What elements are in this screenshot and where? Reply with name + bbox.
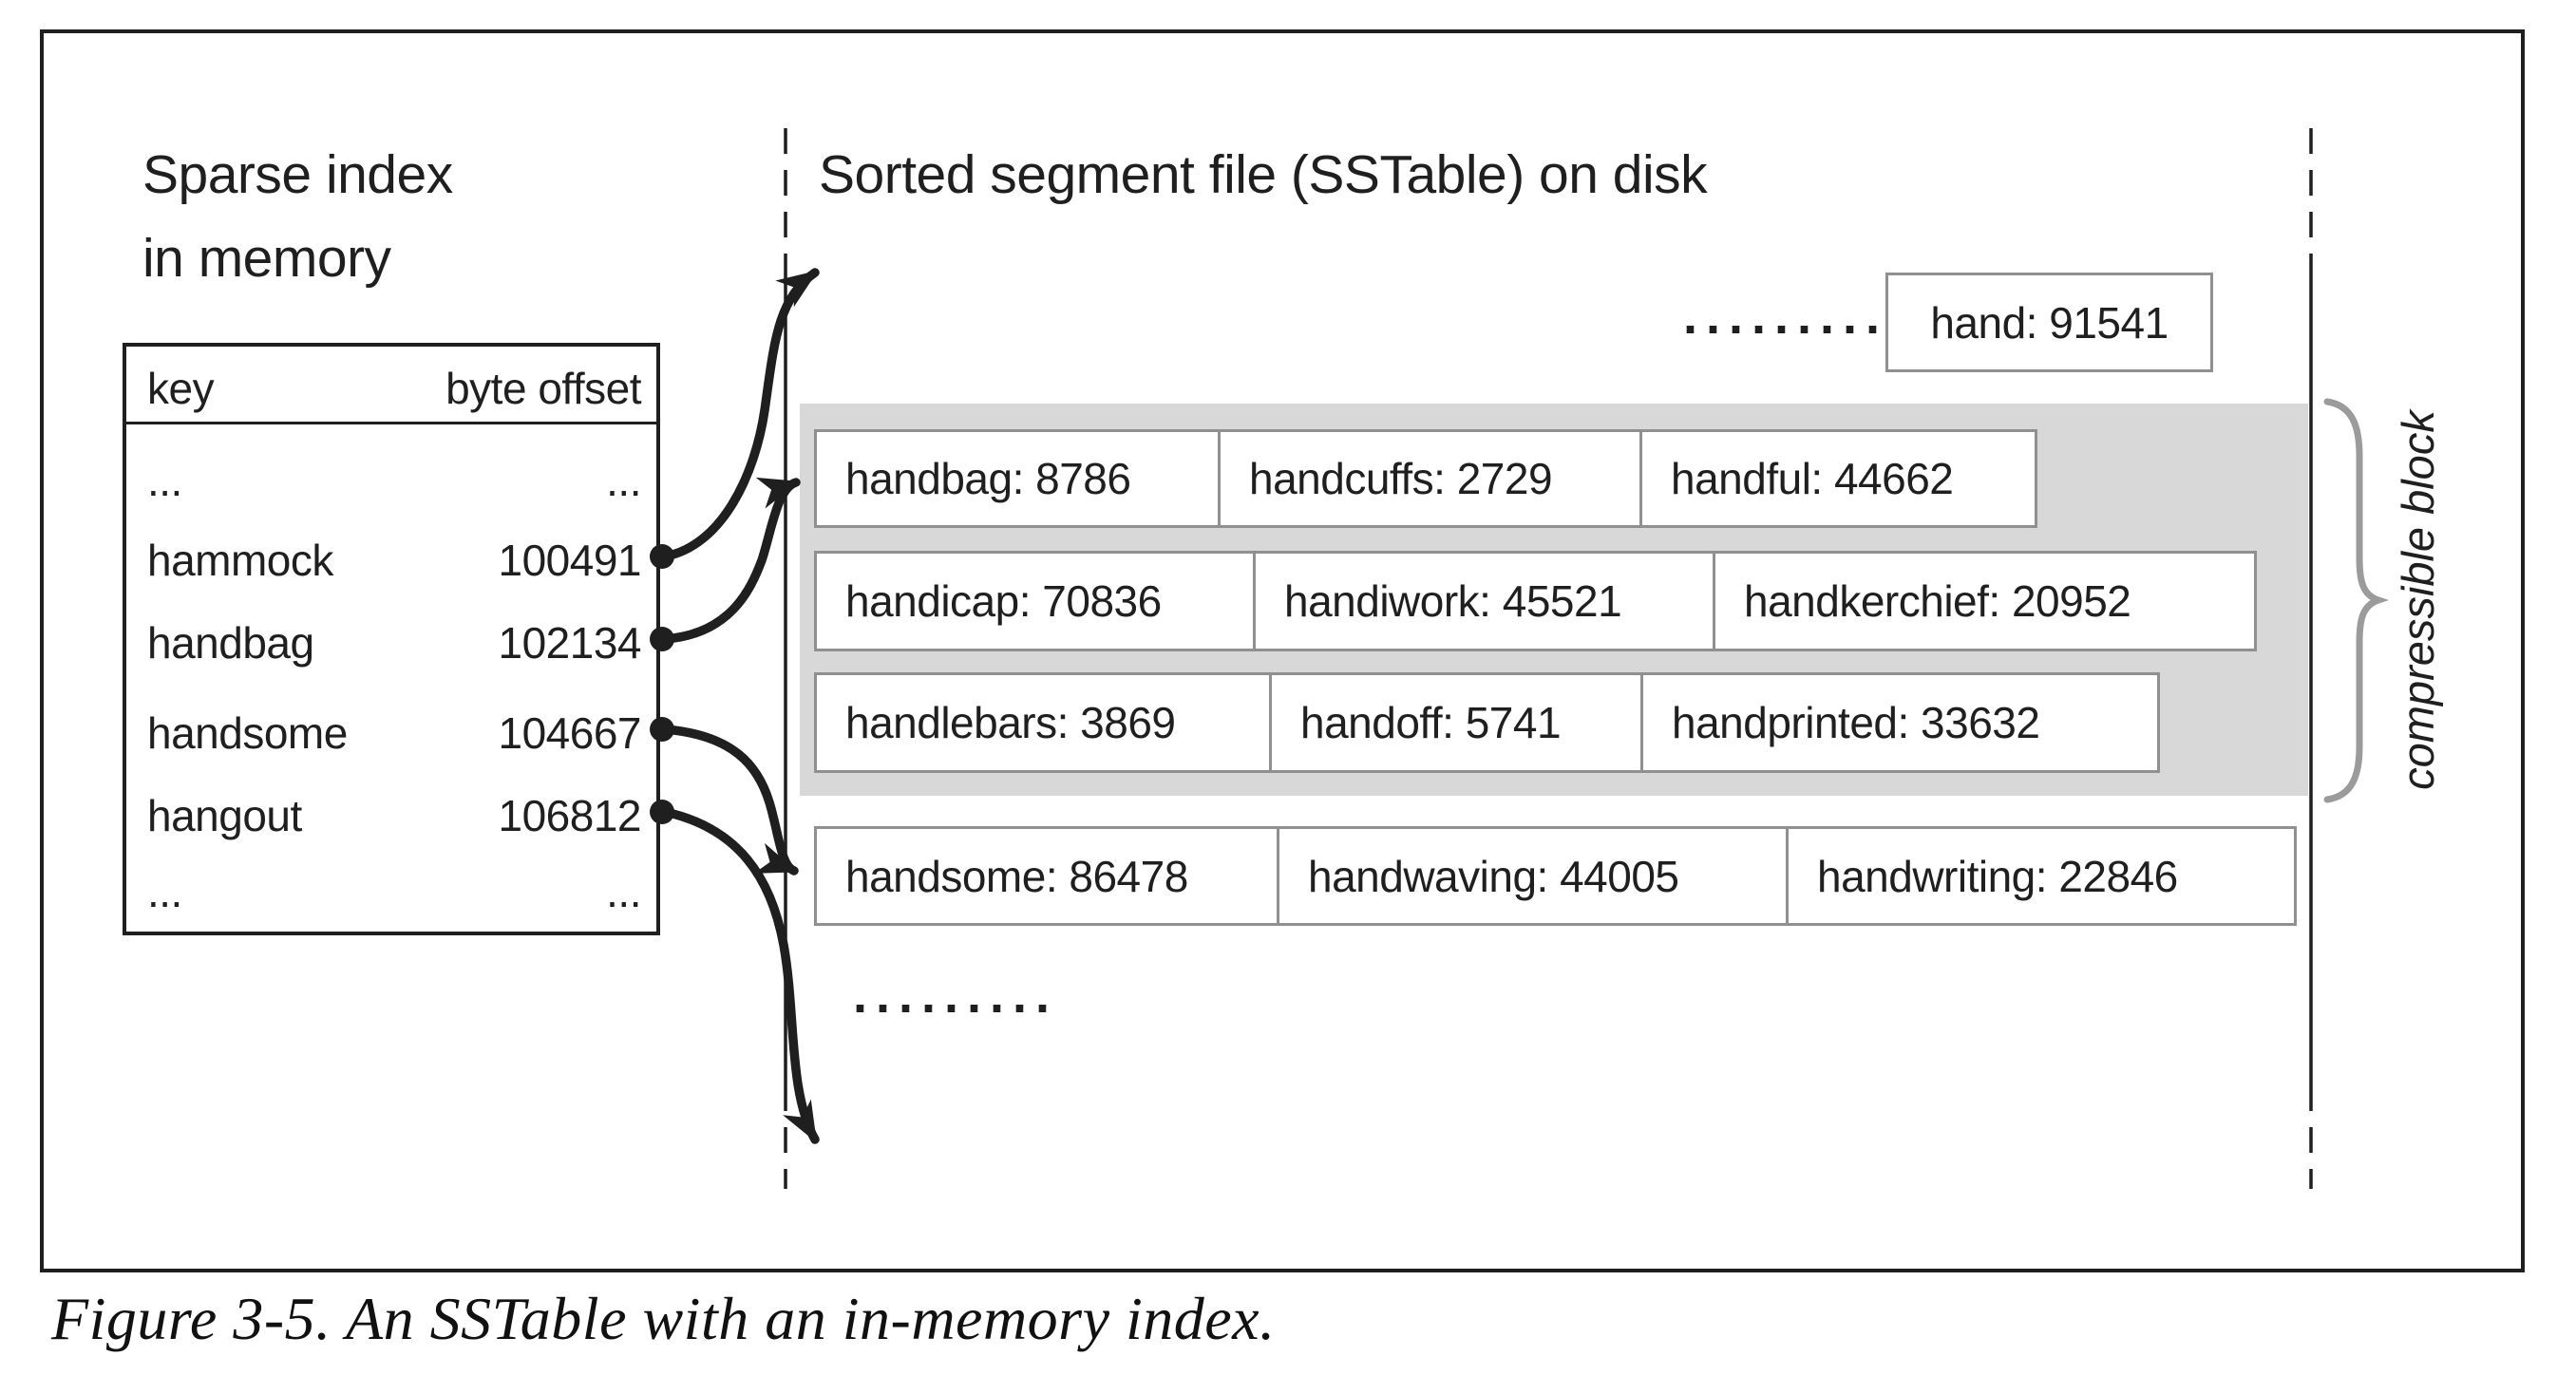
segment-box: handwaving: 44005 — [1277, 826, 1789, 926]
segment-box: handoff: 5741 — [1269, 672, 1643, 773]
key-cell: ... — [147, 867, 182, 916]
offset-cell: ... — [606, 456, 641, 505]
key-cell: hammock — [147, 536, 333, 585]
hand-offset-box: hand: 91541 — [1885, 273, 2213, 372]
sparse-index-table: key byte offset ... ... hammock 100491 h… — [123, 343, 660, 935]
offset-cell: ... — [606, 867, 641, 916]
offset-cell: 104667 — [498, 708, 642, 758]
segment-row: handicap: 70836 handiwork: 45521 handker… — [814, 551, 2257, 651]
bottom-ellipsis: ......... — [853, 967, 1059, 1024]
segment-box: handlebars: 3869 — [814, 672, 1272, 773]
sparse-index-heading-line2: in memory — [142, 228, 391, 289]
sstable-heading: Sorted segment file (SSTable) on disk — [819, 144, 1708, 205]
segment-box: handiwork: 45521 — [1253, 551, 1715, 651]
segment-box: handsome: 86478 — [814, 826, 1279, 926]
offset-cell: 106812 — [498, 791, 642, 840]
key-cell: ... — [147, 456, 182, 505]
top-ellipsis: ......... — [1683, 288, 1889, 345]
segment-box: handicap: 70836 — [814, 551, 1256, 651]
sparse-index-heading-line1: Sparse index — [142, 144, 453, 205]
segment-row: handbag: 8786 handcuffs: 2729 handful: 4… — [814, 429, 2037, 528]
figure-caption: Figure 3-5. An SSTable with an in-memory… — [51, 1285, 1276, 1352]
key-cell: handsome — [147, 708, 348, 758]
segment-box: handcuffs: 2729 — [1218, 429, 1642, 528]
segment-box: handful: 44662 — [1639, 429, 2037, 528]
key-cell: hangout — [147, 791, 302, 840]
column-header-key: key — [147, 364, 215, 413]
segment-box: handprinted: 33632 — [1640, 672, 2160, 773]
segment-row: handlebars: 3869 handoff: 5741 handprint… — [814, 672, 2160, 773]
offset-cell: 102134 — [498, 618, 642, 668]
compressible-block-label: compressible block — [2392, 410, 2443, 790]
column-header-byte-offset: byte offset — [445, 364, 641, 413]
index-table-header: key byte offset — [126, 347, 656, 424]
segment-box: handkerchief: 20952 — [1713, 551, 2257, 651]
sparse-index-heading: Sparse index in memory — [142, 133, 453, 300]
segment-box: handwriting: 22846 — [1786, 826, 2297, 926]
key-cell: handbag — [147, 618, 314, 668]
segment-row-below-block: handsome: 86478 handwaving: 44005 handwr… — [814, 826, 2297, 926]
segment-box: handbag: 8786 — [814, 429, 1221, 528]
offset-cell: 100491 — [498, 536, 642, 585]
